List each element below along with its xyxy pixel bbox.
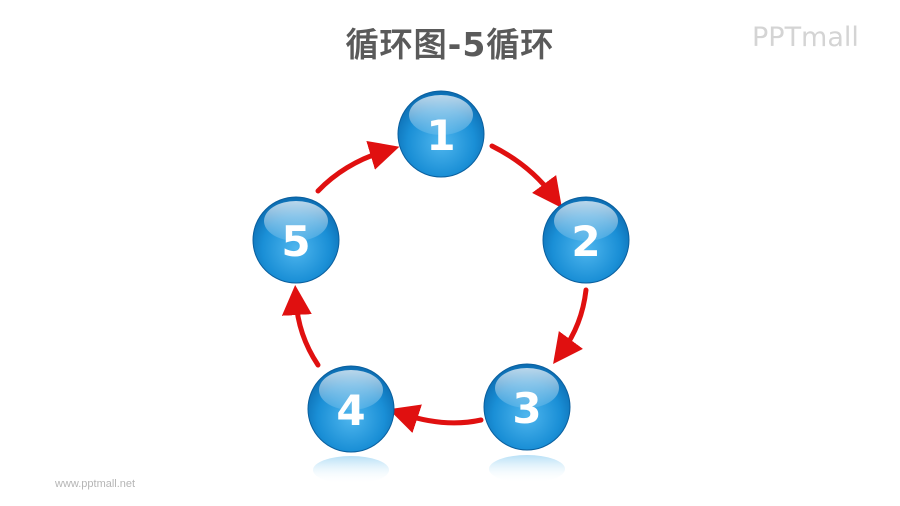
ball-4-reflection xyxy=(313,456,389,484)
footer-url: www.pptmall.net xyxy=(55,478,136,490)
node-5-label: 5 xyxy=(281,217,310,266)
arrow-2-to-3 xyxy=(553,287,589,365)
cycle-node-5: 5 xyxy=(252,196,340,284)
node-2-label: 2 xyxy=(571,217,600,266)
ball-3-reflection xyxy=(489,455,565,483)
arrow-5-to-1 xyxy=(315,140,400,194)
cycle-node-1: 1 xyxy=(397,90,485,178)
arrow-1-to-2 xyxy=(489,143,562,209)
page-title: 循环图-5循环 xyxy=(345,25,555,64)
arrow-4-to-5 xyxy=(281,285,321,368)
cycle-node-2: 2 xyxy=(542,196,630,284)
arrow-3-to-4 xyxy=(388,404,484,433)
pptmall-logo: PPTmall xyxy=(752,22,859,53)
node-3-label: 3 xyxy=(512,384,541,433)
cycle-node-4: 4 xyxy=(307,365,395,453)
cycle-node-3: 3 xyxy=(483,363,571,451)
node-4-label: 4 xyxy=(336,386,365,435)
node-1-label: 1 xyxy=(426,111,455,160)
